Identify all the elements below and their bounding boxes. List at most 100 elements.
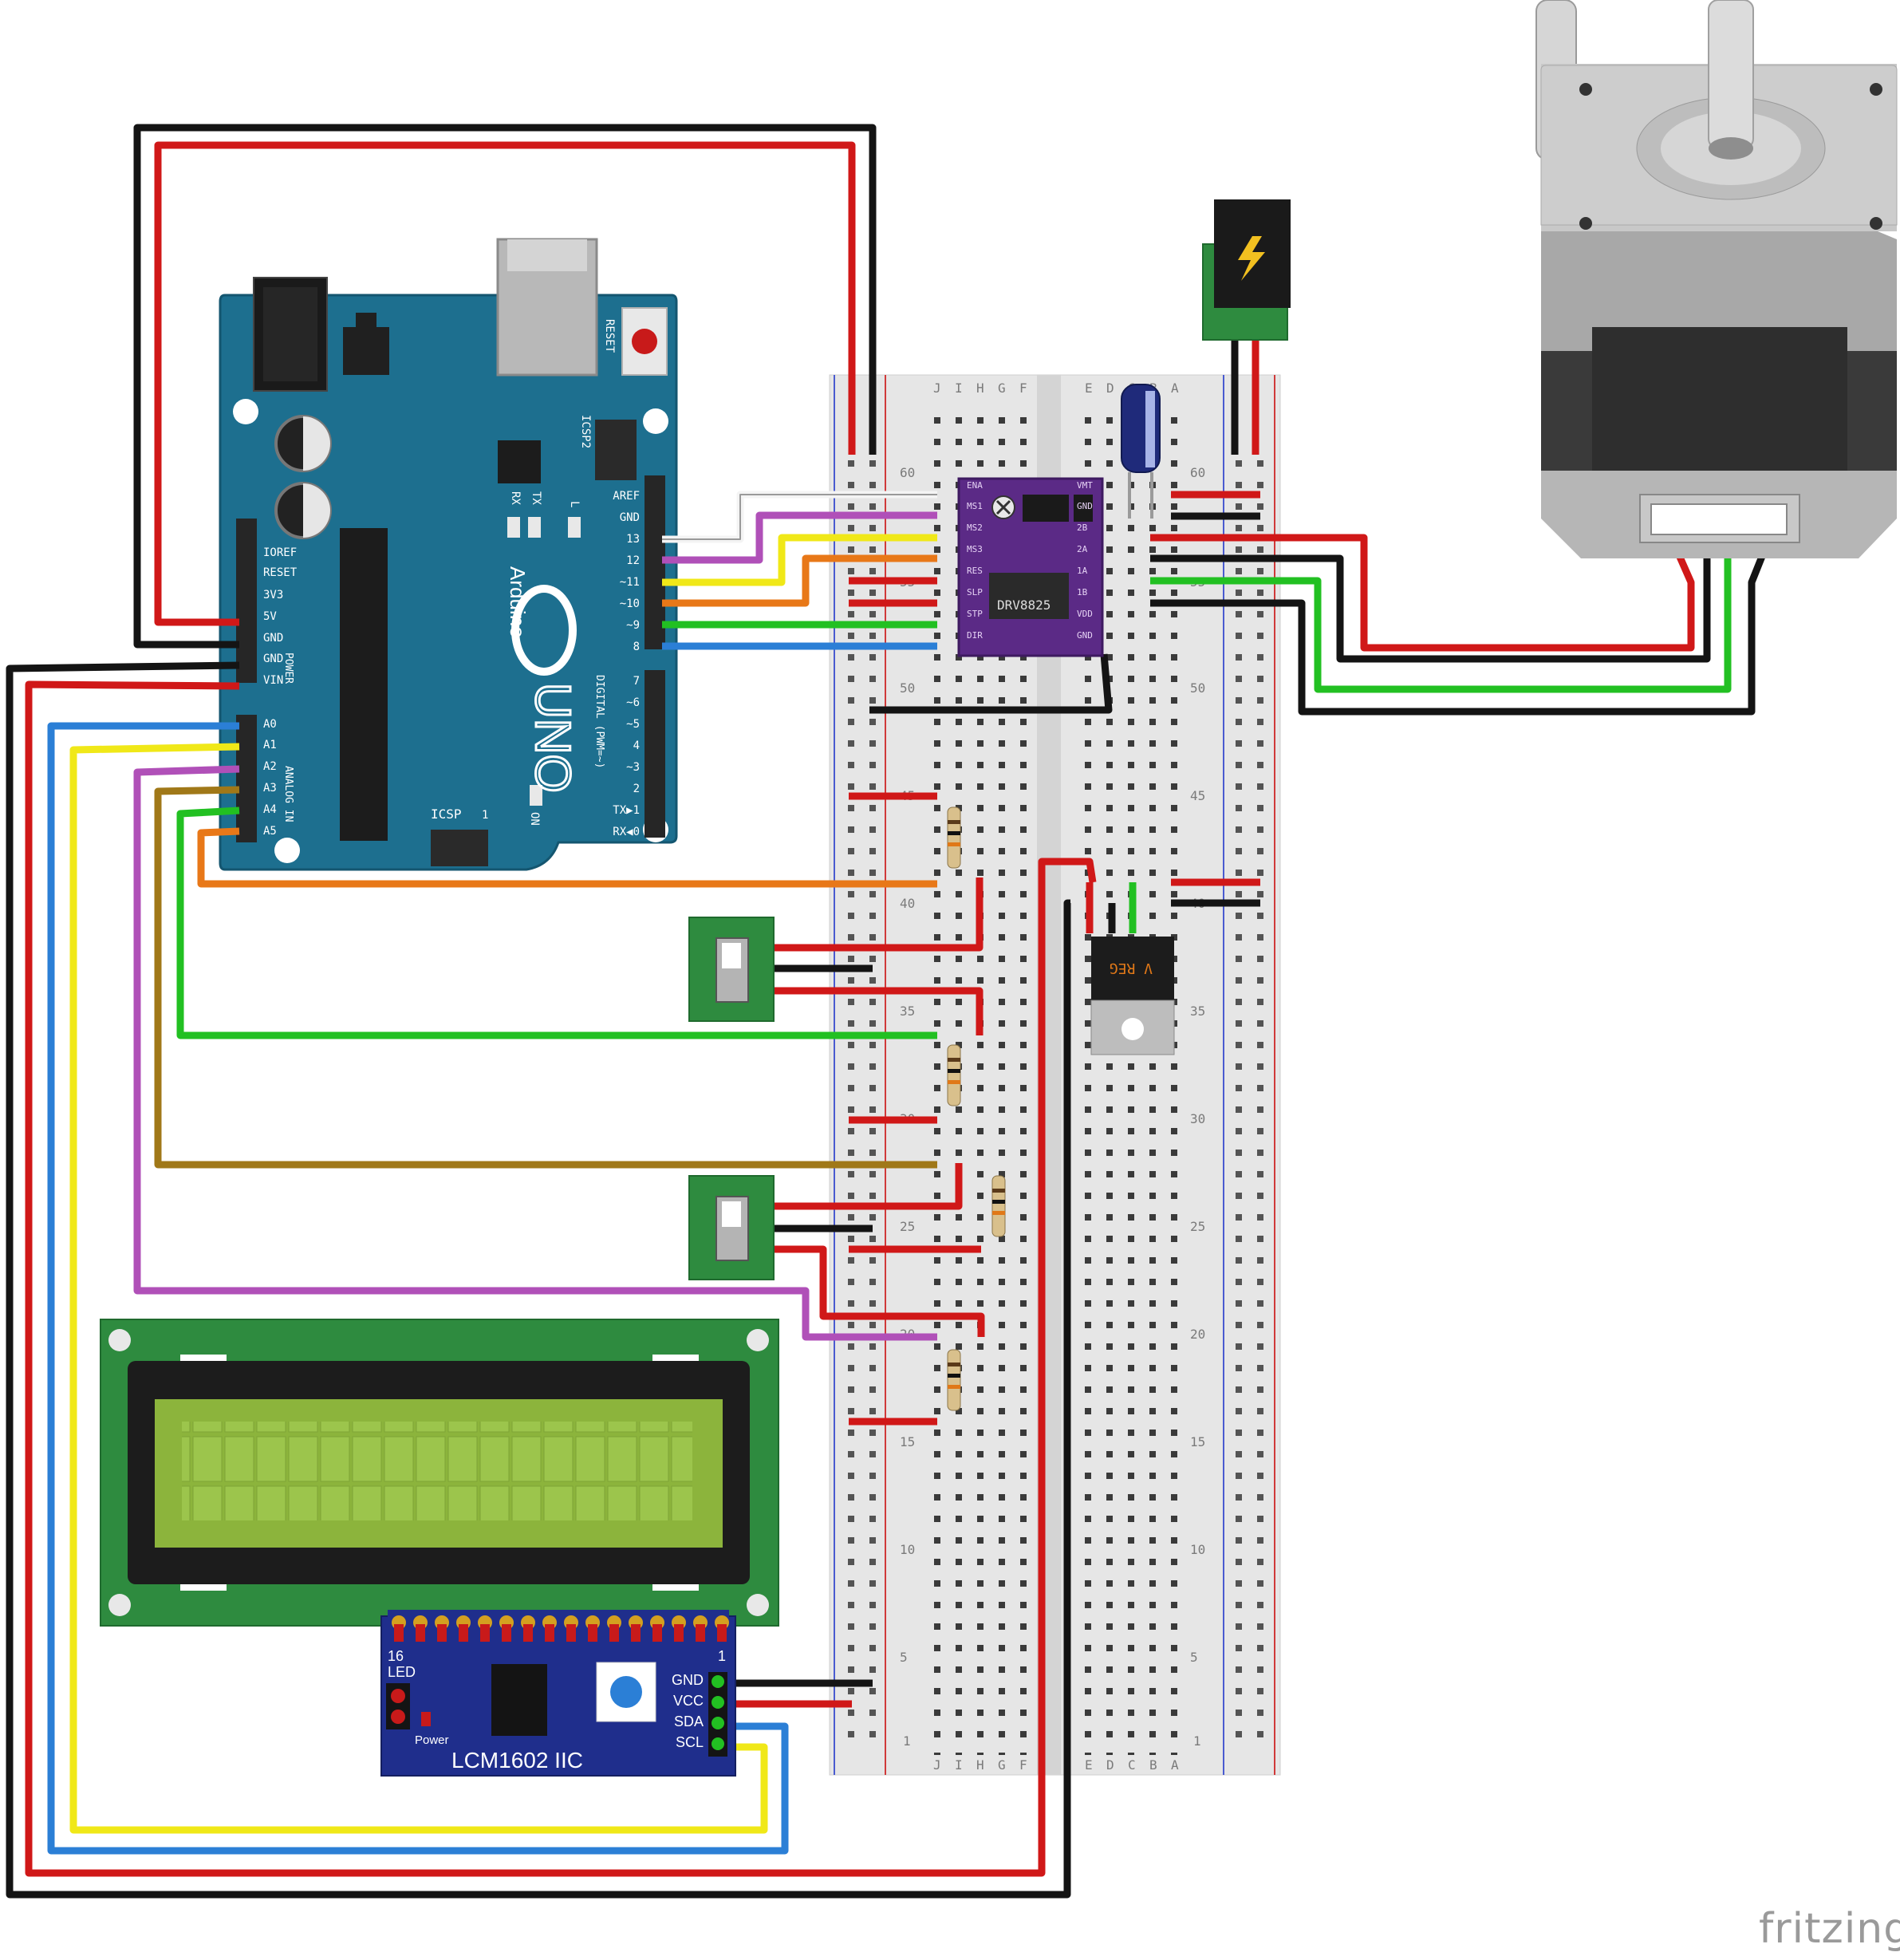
pin-label: 1B (1077, 587, 1088, 597)
row-label: 5 (900, 1650, 908, 1665)
row-label: 30 (1190, 1111, 1205, 1126)
digital-header-lower (645, 670, 665, 838)
wire-orange-10 (662, 554, 937, 607)
arduino-uno-board: RESET ICSP2 ICSP 1 RX TX L ON (219, 238, 678, 871)
pin-label: DIR (967, 630, 983, 641)
row-label: 10 (1190, 1542, 1205, 1557)
i2c-scl-label: SCL (676, 1734, 704, 1750)
voltage-regulator: V REG (1090, 937, 1175, 1055)
pin-label: A0 (263, 718, 277, 731)
dc-power-jack (1202, 199, 1291, 341)
col-label: D (1106, 1757, 1114, 1773)
row-label: 20 (1190, 1327, 1205, 1342)
col-label: C (1128, 1757, 1136, 1773)
pin-label: ~5 (626, 718, 640, 731)
pin-label: ~3 (626, 761, 640, 774)
pin-label: 12 (626, 554, 640, 567)
col-label: I (955, 1757, 963, 1773)
power-pin-labels: IOREF RESET 3V3 5V GND GND VIN POWER (263, 546, 298, 687)
analog-header (236, 715, 257, 842)
electrolytic-capacitor (1121, 384, 1161, 519)
slide-switch-2[interactable] (688, 1175, 775, 1280)
row-label: 35 (1190, 1004, 1205, 1019)
row-label: 25 (1190, 1219, 1205, 1234)
col-label: F (1019, 1757, 1027, 1773)
pin-label: GND (1077, 501, 1093, 511)
atmega-chip (340, 528, 388, 841)
pin-label: MS1 (967, 501, 983, 511)
pin-label: MS2 (967, 523, 983, 533)
pin-label: ~9 (626, 619, 640, 632)
row-label: 5 (1190, 1650, 1198, 1665)
i2c-vcc-label: VCC (673, 1693, 704, 1709)
driver-name-label: DRV8825 (997, 597, 1051, 613)
pin-label: RESET (263, 566, 298, 579)
wire-yellow-sda (69, 743, 768, 1834)
col-label: J (933, 1757, 941, 1773)
pin-label: 2 (633, 783, 640, 795)
i2c-chip (491, 1664, 547, 1736)
wires (6, 124, 1772, 1899)
col-label: I (955, 381, 963, 396)
row-label: 25 (900, 1219, 915, 1234)
pin-label: ~10 (620, 597, 640, 610)
stepper-motor (1535, 0, 1898, 558)
pin-label: 4 (633, 739, 640, 752)
row-label: 1 (903, 1733, 911, 1749)
wire-purple-12 (662, 511, 937, 564)
icsp2-label: ICSP2 (579, 415, 592, 448)
pin-label: 2A (1077, 544, 1088, 554)
driver-left-pins: ENA MS1 MS2 MS3 RES SLP STP DIR (967, 480, 983, 641)
col-label: H (976, 381, 984, 396)
board-regulator (343, 327, 389, 375)
analog-section-label: ANALOG IN (282, 766, 294, 822)
i2c-pin-labels: GND VCC SDA SCL (672, 1672, 704, 1750)
wire-black-outer (6, 661, 1071, 1899)
power-led-label: Power (415, 1733, 449, 1747)
pin-label: A1 (263, 739, 277, 751)
row-label: 35 (900, 1004, 915, 1019)
drv8825-driver: DRV8825 ENA MS1 MS2 MS3 RES SLP STP DIR … (957, 477, 1104, 657)
i2c-backpack: 16 1 LED Power GND VCC SDA SCL LCM1602 I… (380, 1610, 736, 1777)
digital-section-label: DIGITAL (PWM=~) (593, 675, 605, 768)
on-label: ON (528, 812, 541, 826)
pin-label: 3V3 (263, 589, 283, 601)
col-label: E (1085, 1757, 1093, 1773)
wire-yellow-11 (662, 534, 937, 586)
pin-label: TX▶1 (613, 804, 640, 817)
wire-red-outer (25, 680, 1097, 1877)
pin-label: ~6 (626, 696, 640, 709)
tx-label: TX (530, 491, 542, 505)
col-label: G (998, 381, 1006, 396)
wire-orange-a5 (197, 827, 937, 888)
pin1-label: 1 (718, 1648, 726, 1664)
l-label: L (568, 501, 581, 507)
pin-label: IOREF (263, 546, 297, 559)
arduino-model-label: UNO (525, 683, 580, 793)
i2c-gnd-label: GND (672, 1672, 704, 1688)
regulator-label: V REG (1110, 960, 1153, 976)
slide-switch-1[interactable] (688, 917, 775, 1022)
col-label: F (1019, 381, 1027, 396)
row-label: 1 (1193, 1733, 1201, 1749)
lcd-1602-display (100, 1319, 779, 1627)
pin-label: 5V (263, 610, 277, 623)
pin-label: RX◀0 (613, 826, 640, 838)
breadboard-row-labels: 60 60 55 55 50 50 45 45 40 40 35 35 30 3… (900, 465, 1205, 1749)
col-label: E (1085, 381, 1093, 396)
wire-green-a4 (176, 806, 937, 1039)
wire-green-motor (1150, 542, 1732, 693)
contrast-pot-icon[interactable] (610, 1676, 642, 1708)
row-label: 45 (1190, 788, 1205, 803)
icsp-header (431, 830, 488, 866)
wire-black-motor-2 (1150, 541, 1772, 716)
lcd-header-pins (388, 1610, 729, 1642)
col-label: B (1149, 1757, 1157, 1773)
pin-label: GND (620, 511, 640, 524)
led-label: LED (388, 1664, 416, 1680)
arduino-brand-label: Arduino (506, 566, 530, 638)
row-label: 10 (900, 1542, 915, 1557)
icsp-label: ICSP (431, 806, 462, 822)
pin16-label: 16 (388, 1648, 404, 1664)
